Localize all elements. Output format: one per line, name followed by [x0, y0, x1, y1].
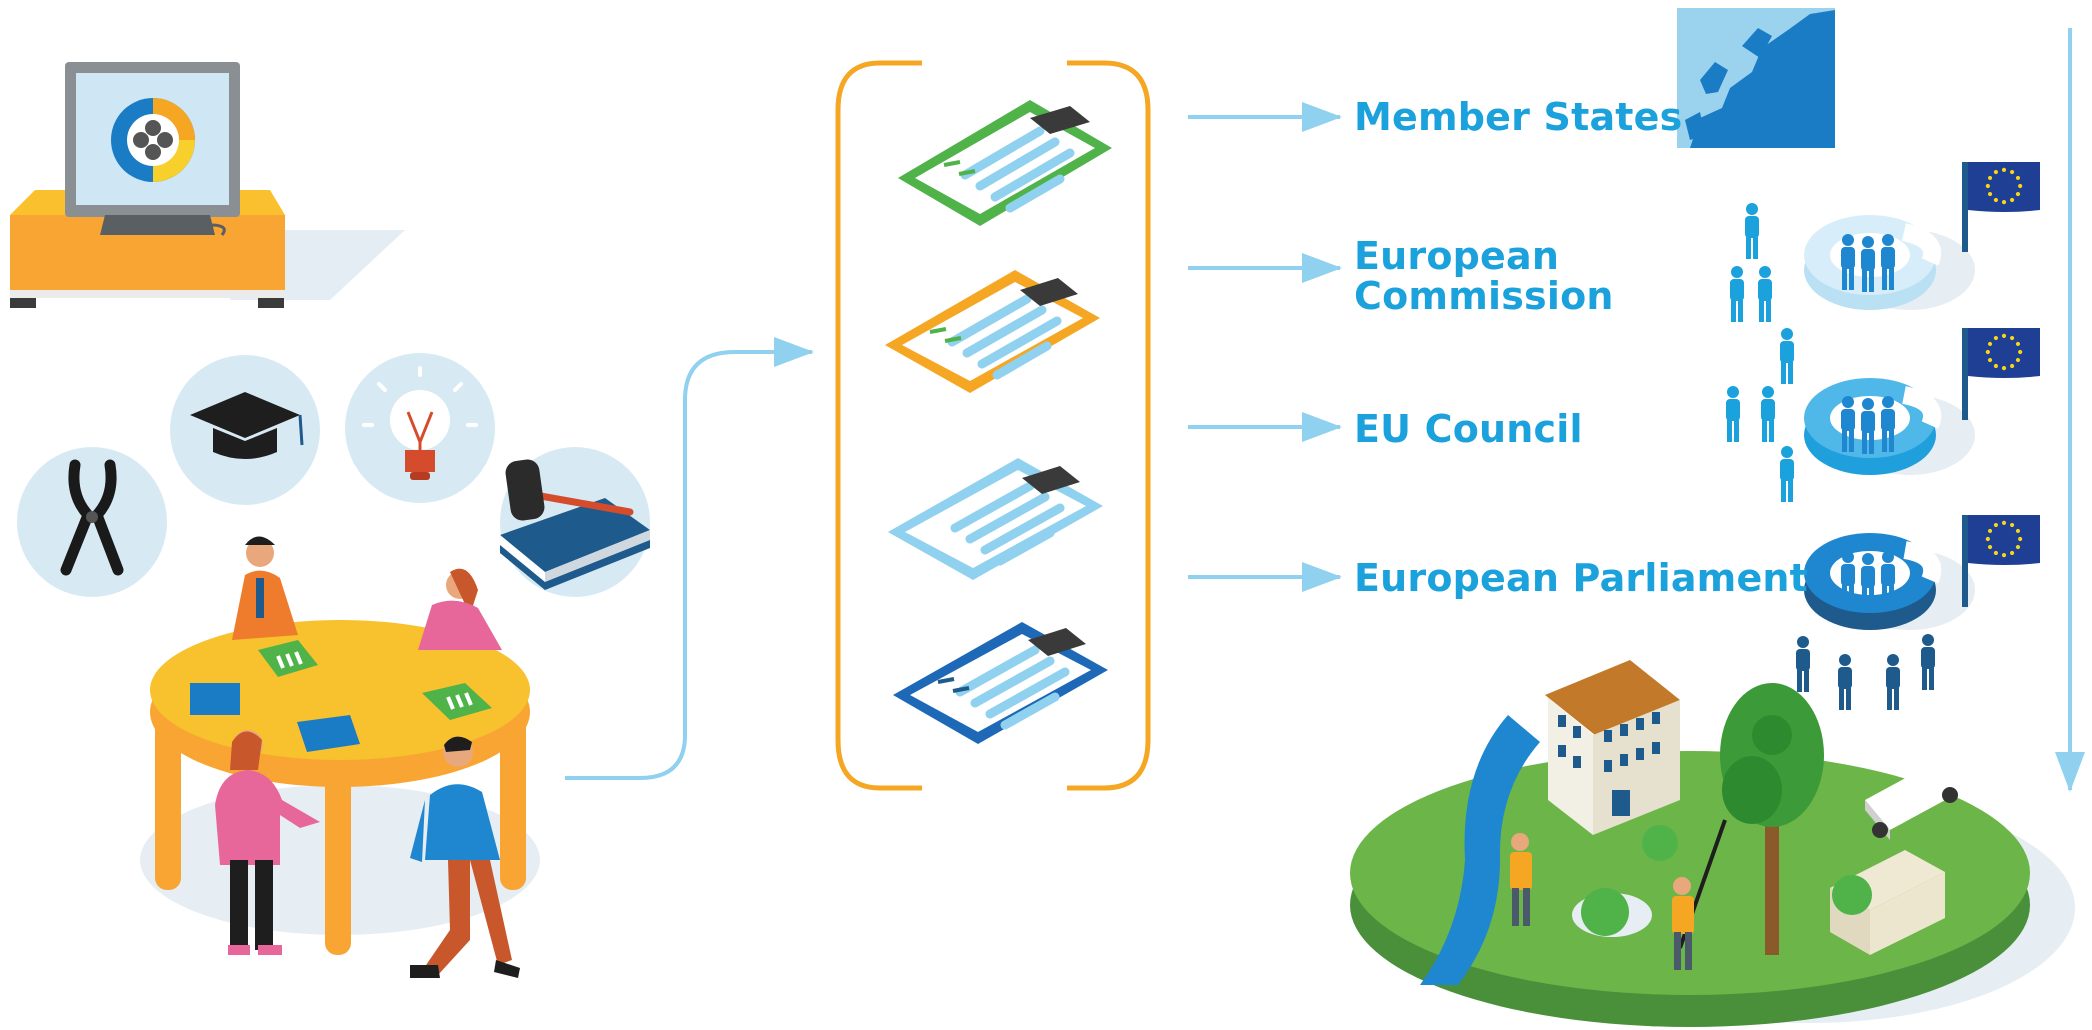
- clipboard-icon: [898, 100, 1112, 226]
- bracket: [835, 60, 1151, 791]
- lightbulb-icon: [345, 353, 495, 503]
- eu-flag-icon: [1962, 515, 2040, 607]
- graduation-cap-icon: [170, 355, 320, 505]
- label-eu-council: EU Council: [1354, 407, 1583, 451]
- europe-map-icon: [1677, 8, 1835, 148]
- eu-flag-icon: [1962, 162, 2040, 252]
- worker-figure: [1510, 833, 1532, 926]
- gavel-book-icon: [500, 447, 650, 597]
- connector-arrow: [565, 337, 814, 780]
- local-island-icon: [1350, 660, 2075, 1027]
- institution-arrows: [1188, 102, 1342, 592]
- label-commission-line2: Commission: [1354, 274, 1614, 318]
- people-icon: [1726, 203, 1794, 502]
- eu-flag-icon: [1962, 328, 2040, 420]
- clipboard-icon: [885, 270, 1100, 393]
- worker-figure: [1672, 877, 1694, 970]
- label-member-states: Member States: [1354, 95, 1683, 139]
- label-commission-line1: European: [1354, 234, 1560, 278]
- computer-icon: [10, 62, 405, 308]
- round-table-meeting: [140, 536, 540, 978]
- clipboard-icon: [888, 458, 1103, 580]
- pliers-icon: [17, 447, 167, 597]
- people-icon: [1796, 634, 1935, 710]
- clipboard-icon: [893, 622, 1108, 744]
- label-european-parliament: European Parliament: [1354, 556, 1809, 600]
